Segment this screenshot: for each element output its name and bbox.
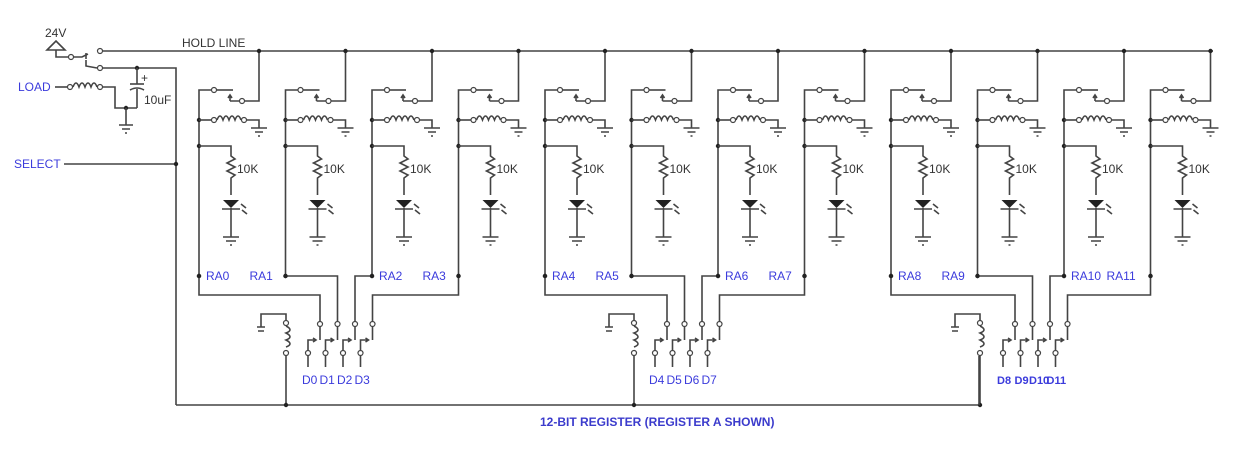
- resistor-label: 10K: [497, 162, 518, 176]
- data-input-label: D7: [702, 373, 718, 387]
- bit-cell: 10K RA7: [769, 48, 873, 283]
- data-input-label: D10: [1029, 375, 1049, 387]
- output-label: RA8: [898, 269, 922, 283]
- led-icon: [915, 200, 931, 208]
- bit-cell: 10K RA10: [1061, 48, 1132, 283]
- led-icon: [223, 200, 239, 208]
- output-label: RA2: [379, 269, 403, 283]
- led-icon: [569, 200, 585, 208]
- led-icon: [655, 200, 672, 208]
- led-icon: [742, 200, 758, 208]
- bit-cell: 10K RA3: [423, 48, 527, 283]
- resistor-label: 10K: [1016, 162, 1037, 176]
- supply-section: 24V HOLD LINE LOAD + 10uF SELECT: [14, 26, 1213, 406]
- output-label: RA9: [942, 269, 966, 283]
- data-input-label: D2: [337, 373, 353, 387]
- output-label: RA10: [1071, 269, 1101, 283]
- data-input-label: D6: [684, 373, 700, 387]
- resistor-label: 10K: [1102, 162, 1123, 176]
- bit-cell: 10K RA0: [196, 48, 267, 283]
- resistor-label: 10K: [929, 162, 950, 176]
- bit-cell: 10K RA2: [369, 48, 440, 283]
- data-input-label: D11: [1047, 375, 1067, 387]
- resistor-label: 10K: [410, 162, 431, 176]
- bit-cell: 10K RA9: [942, 48, 1046, 283]
- led-icon: [482, 200, 499, 208]
- resistor-label: 10K: [1189, 162, 1210, 176]
- resistor-label: 10K: [756, 162, 777, 176]
- bit-cell: 10K RA8: [888, 48, 959, 283]
- led-icon: [396, 200, 412, 208]
- data-input-label: D4: [649, 373, 665, 387]
- bit-cell: 10K RA4: [542, 48, 613, 283]
- output-label: RA3: [423, 269, 447, 283]
- data-input-label: D3: [355, 373, 371, 387]
- resistor-label: 10K: [843, 162, 864, 176]
- led-icon: [309, 200, 326, 208]
- output-label: RA0: [206, 269, 230, 283]
- resistor-label: 10K: [583, 162, 604, 176]
- led-icon: [1001, 200, 1018, 208]
- resistor-label: 10K: [324, 162, 345, 176]
- output-label: RA1: [250, 269, 274, 283]
- bit-cell: 10K RA11: [1107, 48, 1219, 283]
- data-input-label: D5: [667, 373, 683, 387]
- led-icon: [1088, 200, 1104, 208]
- resistor-label: 10K: [670, 162, 691, 176]
- data-input-label: D0: [302, 373, 318, 387]
- diagram-title: 12-BIT REGISTER (REGISTER A SHOWN): [540, 415, 774, 429]
- resistor-label: 10K: [237, 162, 258, 176]
- output-label: RA5: [596, 269, 620, 283]
- bit-cell: 10K RA6: [715, 48, 786, 283]
- hold-line-label: HOLD LINE: [182, 36, 245, 50]
- output-label: RA4: [552, 269, 576, 283]
- output-label: RA6: [725, 269, 749, 283]
- svg-text:+: +: [141, 71, 148, 85]
- data-input-label: D8: [997, 375, 1011, 387]
- output-label: RA11: [1107, 269, 1136, 283]
- data-input-label: D9: [1015, 375, 1029, 387]
- led-icon: [828, 200, 845, 208]
- select-label: SELECT: [14, 157, 61, 171]
- bit-cell: 10K RA1: [250, 48, 354, 283]
- capacitor-label: 10uF: [144, 93, 171, 107]
- supply-symbol: [45, 39, 67, 51]
- output-label: RA7: [769, 269, 793, 283]
- bit-cell: 10K RA5: [596, 48, 700, 283]
- bit-cells: 10K RA0 10K RA1 10K RA2 10K RA3 10K RA4 10K RA5 10K R…: [196, 48, 1219, 283]
- data-input-label: D1: [320, 373, 336, 387]
- led-icon: [1174, 200, 1191, 208]
- supply-label: 24V: [45, 26, 66, 40]
- load-label: LOAD: [18, 80, 51, 94]
